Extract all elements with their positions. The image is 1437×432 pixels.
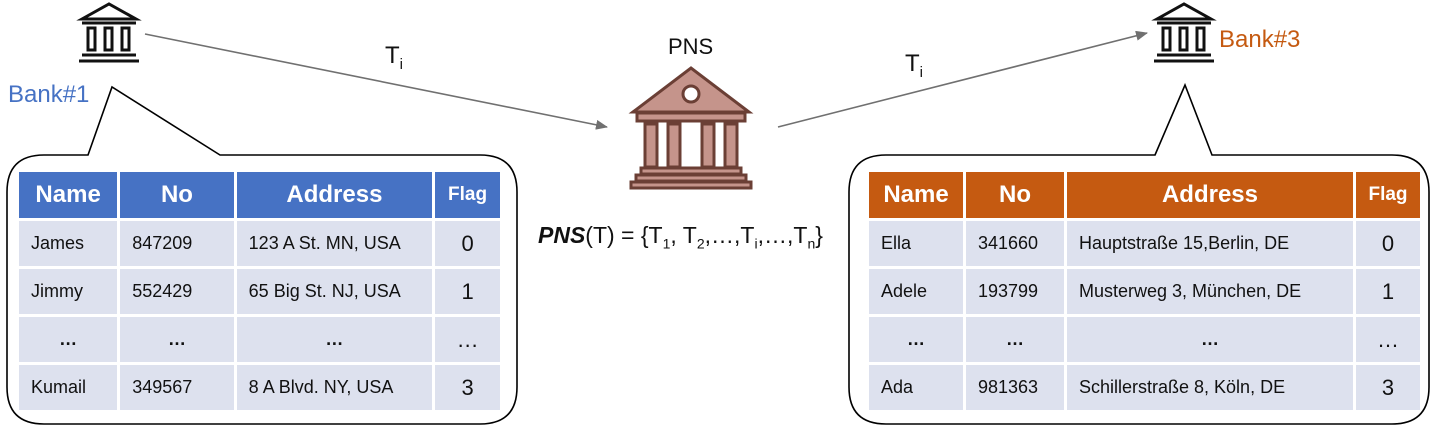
cell-name: James <box>19 221 118 266</box>
table-row: Ada 981363 Schillerstraße 8, Köln, DE 3 <box>869 365 1420 410</box>
formula-sub-i: i <box>754 235 758 252</box>
cell-no: 349567 <box>120 365 234 410</box>
cell-flag: 1 <box>435 269 500 314</box>
arrow-right-label-sub: i <box>919 63 924 81</box>
bank3-col-name: Name <box>869 172 963 218</box>
formula-sub-2: 2 <box>696 235 705 252</box>
bank3-bank-icon <box>1151 2 1217 63</box>
cell-flag: … <box>435 317 500 362</box>
table-row: Adele 193799 Musterweg 3, München, DE 1 <box>869 269 1420 314</box>
table-row: Jimmy 552429 65 Big St. NJ, USA 1 <box>19 269 500 314</box>
pns-title-text: PNS <box>668 34 714 59</box>
cell-flag: 3 <box>435 365 500 410</box>
bank1-label: Bank#1 <box>8 81 89 109</box>
cell-address: … <box>236 317 433 362</box>
bank1-label-text: Bank#1 <box>8 81 90 108</box>
pns-formula: PNS(T) = {T1, T2,…,Ti,…,Tn} <box>538 222 823 252</box>
table-row: James 847209 123 A St. MN, USA 0 <box>19 221 500 266</box>
cell-address: … <box>1067 317 1353 362</box>
formula-prefix: PNS <box>538 222 586 248</box>
arrow-pns-to-bank3 <box>777 30 1148 128</box>
bank3-header-row: Name No Address Flag <box>869 172 1420 218</box>
cell-flag: 1 <box>1356 269 1420 314</box>
bank3-col-no: No <box>966 172 1064 218</box>
arrow-right-label: Ti <box>905 50 923 81</box>
cell-address: Hauptstraße 15,Berlin, DE <box>1067 221 1353 266</box>
formula-part-2: , T <box>670 222 697 248</box>
formula-middle: (T) = {T <box>585 222 663 248</box>
arrow-bank1-to-pns <box>144 33 608 130</box>
cell-no: 847209 <box>120 221 234 266</box>
cell-name: Jimmy <box>19 269 118 314</box>
pns-title: PNS <box>668 34 713 60</box>
cell-flag: … <box>1356 317 1420 362</box>
cell-no: 193799 <box>966 269 1064 314</box>
arrow-left-label-sub: i <box>399 55 404 73</box>
cell-address: Musterweg 3, München, DE <box>1067 269 1353 314</box>
arrow-left-label-main: T <box>385 42 400 69</box>
cell-name: Ella <box>869 221 963 266</box>
bank1-header-row: Name No Address Flag <box>19 172 500 218</box>
cell-flag: 3 <box>1356 365 1420 410</box>
table-row-ellipsis: … … … … <box>19 317 500 362</box>
cell-flag: 0 <box>1356 221 1420 266</box>
cell-address: Schillerstraße 8, Köln, DE <box>1067 365 1353 410</box>
cell-name: Kumail <box>19 365 118 410</box>
cell-no: … <box>966 317 1064 362</box>
cell-address: 8 A Blvd. NY, USA <box>236 365 433 410</box>
cell-address: 65 Big St. NJ, USA <box>236 269 433 314</box>
cell-no: 981363 <box>966 365 1064 410</box>
bank1-bank-icon <box>76 2 142 63</box>
formula-sub-1: 1 <box>662 235 671 252</box>
bank1-col-no: No <box>120 172 234 218</box>
formula-close: } <box>815 222 823 248</box>
bank1-col-name: Name <box>19 172 118 218</box>
cell-flag: 0 <box>435 221 500 266</box>
bank1-col-flag: Flag <box>435 172 500 218</box>
cell-no: 552429 <box>120 269 234 314</box>
bank1-table: Name No Address Flag James 847209 123 A … <box>16 169 503 413</box>
bank3-table: Name No Address Flag Ella 341660 Hauptst… <box>866 169 1423 413</box>
cell-name: Adele <box>869 269 963 314</box>
cell-no: … <box>120 317 234 362</box>
pns-bank-building-icon <box>628 66 754 190</box>
formula-part-4: ,…,T <box>757 222 808 248</box>
arrow-right-label-main: T <box>905 50 920 77</box>
cell-no: 341660 <box>966 221 1064 266</box>
bank3-label: Bank#3 <box>1219 26 1300 54</box>
cell-address: 123 A St. MN, USA <box>236 221 433 266</box>
formula-sub-n: n <box>807 235 816 252</box>
cell-name: … <box>869 317 963 362</box>
bank1-col-address: Address <box>236 172 433 218</box>
arrow-left-label: Ti <box>385 42 403 73</box>
table-row: Kumail 349567 8 A Blvd. NY, USA 3 <box>19 365 500 410</box>
table-row-ellipsis: … … … … <box>869 317 1420 362</box>
bank3-col-address: Address <box>1067 172 1353 218</box>
cell-name: … <box>19 317 118 362</box>
table-row: Ella 341660 Hauptstraße 15,Berlin, DE 0 <box>869 221 1420 266</box>
bank3-col-flag: Flag <box>1356 172 1420 218</box>
formula-part-3: ,…,T <box>704 222 755 248</box>
bank3-label-text: Bank#3 <box>1219 26 1301 53</box>
cell-name: Ada <box>869 365 963 410</box>
